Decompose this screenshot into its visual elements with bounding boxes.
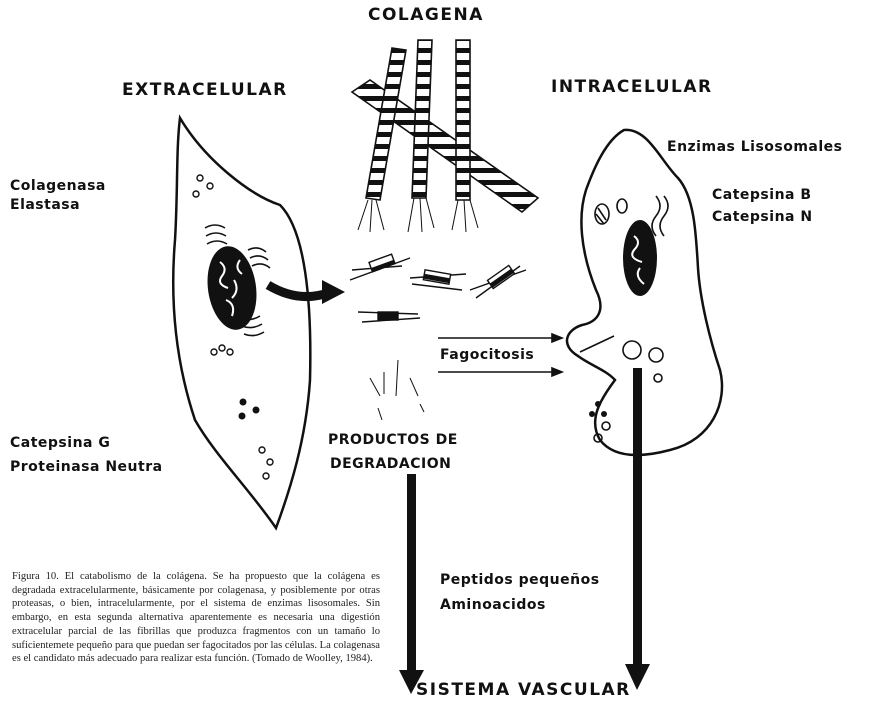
collagen-fibrils	[352, 40, 538, 232]
lysosomal-enzymes-label: Enzimas Lisosomales	[667, 139, 843, 155]
intracellular-title: INTRACELULAR	[551, 77, 713, 97]
collagenase-label: Colagenasa	[10, 178, 106, 194]
degradation-products-line1: PRODUCTOS DE	[328, 432, 458, 448]
cathepsin-n-label: Catepsina N	[712, 209, 813, 225]
degradation-products-line2: DEGRADACION	[330, 456, 451, 472]
intracellular-cell	[567, 130, 722, 455]
extracellular-title: EXTRACELULAR	[122, 80, 288, 100]
collagen-title: COLAGENA	[368, 5, 484, 25]
vascular-system-label: SISTEMA VASCULAR	[416, 680, 631, 700]
figure-caption: Figura 10. El catabolismo de la colágena…	[12, 570, 380, 702]
elastase-label: Elastasa	[10, 197, 80, 213]
amino-acids-label: Aminoacidos	[440, 597, 546, 613]
collagen-fragments	[350, 254, 526, 420]
extracellular-cell	[173, 118, 310, 528]
cathepsin-b-label: Catepsina B	[712, 187, 812, 203]
small-peptides-label: Peptidos pequeños	[440, 572, 600, 588]
neutral-proteinase-label: Proteinasa Neutra	[10, 459, 163, 475]
cathepsin-g-label: Catepsina G	[10, 435, 110, 451]
phagocytosis-label: Fagocitosis	[440, 347, 534, 363]
